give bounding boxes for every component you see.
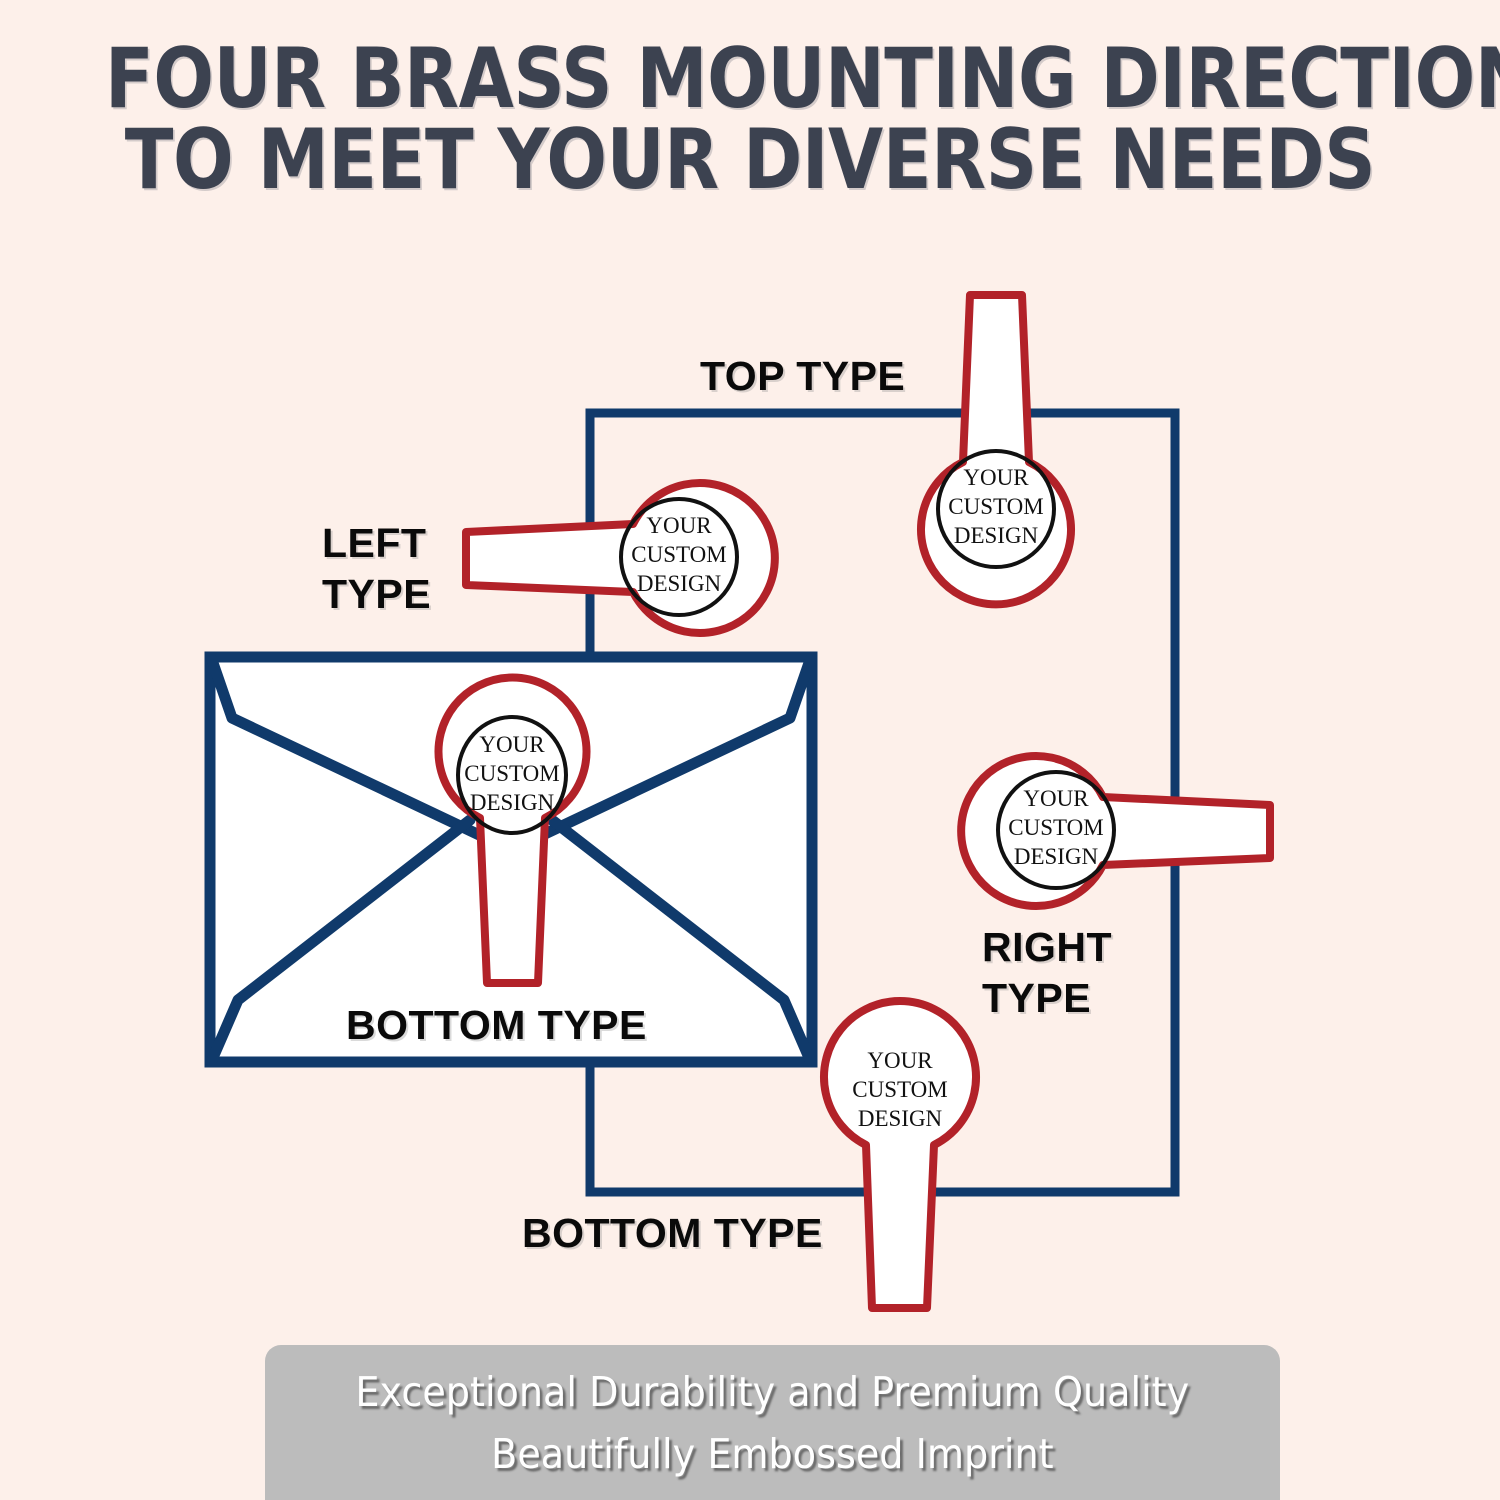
page-title-line-2: TO MEET YOUR DIVERSE NEEDS [124, 111, 1376, 209]
stamp-envelope-bottom-type-text-line-2: CUSTOM [464, 761, 559, 786]
stamp-right-type-text-line-1: YOUR [1023, 786, 1089, 811]
stamp-outer-bottom-type-text-line-2: CUSTOM [852, 1077, 947, 1102]
label-right-type-line-2: TYPE [982, 975, 1092, 1022]
stamp-right-type[interactable]: YOUR CUSTOM DESIGN [957, 752, 1274, 910]
stamp-envelope-bottom-type-text-line-3: DESIGN [470, 790, 555, 815]
stamp-top-type[interactable]: YOUR CUSTOM DESIGN [917, 291, 1075, 609]
stamp-left-type[interactable]: YOUR CUSTOM DESIGN [462, 479, 779, 637]
stamp-right-type-text-line-2: CUSTOM [1008, 815, 1103, 840]
stamp-left-type-text-line-3: DESIGN [637, 571, 722, 596]
label-right-type: RIGHT TYPE [982, 922, 1112, 1025]
stamp-left-type-inner-ring [619, 497, 739, 617]
footer-line-2: Beautifully Embossed Imprint [491, 1429, 1054, 1478]
stamp-envelope-bottom-type[interactable]: YOUR CUSTOM DESIGN [434, 673, 591, 987]
envelope-flap-right [505, 654, 816, 856]
stamp-envelope-bottom-type-shape [434, 673, 591, 987]
label-outer-bottom-type: BOTTOM TYPE [522, 1210, 823, 1256]
page-title: FOUR BRASS MOUNTING DIRECTIONS TO MEET Y… [105, 30, 1500, 209]
stamp-top-type-text-line-1: YOUR [963, 465, 1029, 490]
label-right-type-line-1: RIGHT [982, 924, 1113, 970]
label-envelope-bottom-type: BOTTOM TYPE [346, 1002, 647, 1048]
stamp-envelope-bottom-type-inner-ring [456, 715, 568, 835]
stamp-outer-bottom-type-text-line-1: YOUR [867, 1048, 933, 1073]
envelope-fold-bottom-left [206, 814, 476, 1066]
stamp-left-type-text-line-1: YOUR [646, 513, 712, 538]
stamp-envelope-bottom-type-text-line-1: YOUR [479, 732, 545, 757]
stamp-outer-bottom-type-text-line-3: DESIGN [858, 1106, 943, 1131]
label-left-type: LEFT TYPE [322, 518, 431, 621]
stamp-top-type-text-line-3: DESIGN [954, 523, 1039, 548]
page-title-line-1: FOUR BRASS MOUNTING DIRECTIONS [105, 30, 1500, 127]
label-left-type-line-2: TYPE [322, 571, 432, 618]
label-top-type: TOP TYPE [700, 353, 906, 399]
stamp-outer-bottom-type[interactable]: YOUR CUSTOM DESIGN [820, 997, 980, 1312]
stamp-left-type-text-line-2: CUSTOM [631, 542, 726, 567]
envelope-fold-bottom-right [546, 814, 816, 1066]
footer-banner: Exceptional Durability and Premium Quali… [265, 1345, 1280, 1500]
stamp-top-type-text-line-2: CUSTOM [948, 494, 1043, 519]
label-left-type-line-1: LEFT [322, 520, 427, 566]
envelope-flap-left [206, 654, 517, 856]
stamp-right-type-text-line-3: DESIGN [1014, 844, 1099, 869]
stamp-top-type-inner-ring [936, 449, 1056, 569]
footer-line-1: Exceptional Durability and Premium Quali… [355, 1367, 1190, 1416]
stamp-outer-bottom-type-shape [820, 997, 980, 1312]
stamp-right-type-inner-ring [996, 770, 1116, 890]
